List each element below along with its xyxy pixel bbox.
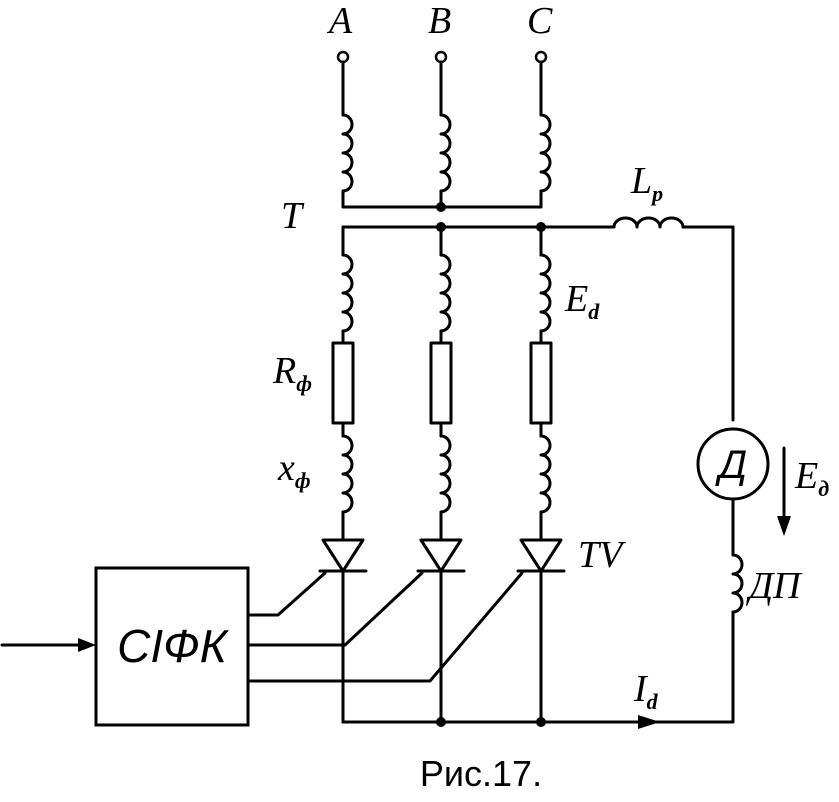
current-arrow	[638, 715, 660, 729]
label-reactor: Lp	[630, 160, 663, 206]
thyristor-c	[519, 538, 563, 573]
label-commutation-winding: ДП	[746, 565, 803, 607]
primary-coil-a	[341, 113, 354, 193]
resistor-c	[529, 341, 553, 425]
resistor-b	[429, 341, 453, 425]
primary-coil-b	[439, 113, 452, 193]
node-bottom-b	[436, 717, 446, 727]
primary-coil-c	[539, 113, 552, 193]
label-phase-c: C	[527, 0, 553, 42]
label-motor: Д	[715, 443, 747, 487]
control-system-box	[94, 566, 250, 727]
label-load-current: Id	[633, 668, 659, 714]
reactor-coil	[612, 216, 685, 229]
commutation-winding-coil	[731, 553, 744, 614]
gate-lead-c	[246, 571, 524, 683]
node-primary-star	[436, 202, 446, 212]
primary-windings	[336, 50, 552, 212]
secondary-coil-a	[341, 253, 354, 333]
gate-lead-a	[246, 571, 327, 617]
secondary-coil-b	[439, 253, 452, 333]
control-system	[0, 566, 524, 727]
label-phase-emf: Ed	[564, 278, 600, 324]
labels: A B C T Lp Ed Rф xф TV СІФК Д Eд ДП Id Р…	[117, 0, 829, 794]
resistor-a	[331, 341, 355, 425]
label-reactance: xф	[277, 447, 311, 493]
motor-emf-arrow-head	[777, 516, 791, 536]
control-input-arrow	[78, 638, 96, 652]
label-resistance: Rф	[272, 350, 312, 396]
node-bottom-c	[536, 717, 546, 727]
thyristor-b	[419, 538, 463, 573]
label-phase-a: A	[326, 0, 353, 42]
label-control-system: СІФК	[117, 620, 230, 672]
thyristor-a	[321, 538, 365, 573]
phase-branches	[318, 225, 566, 724]
label-thyristor-group: TV	[578, 534, 626, 576]
reactance-coil-b	[439, 434, 452, 514]
reactance-coil-a	[341, 434, 354, 514]
secondary-coil-c	[539, 253, 552, 333]
gate-lead-b	[246, 571, 424, 647]
figure-caption: Рис.17.	[420, 753, 542, 794]
label-phase-b: B	[428, 0, 451, 42]
label-transformer: T	[281, 195, 305, 237]
label-motor-emf: Eд	[794, 455, 829, 501]
reactance-coil-c	[539, 434, 552, 514]
secondary-bus	[341, 216, 735, 422]
load-circuit	[341, 427, 791, 729]
